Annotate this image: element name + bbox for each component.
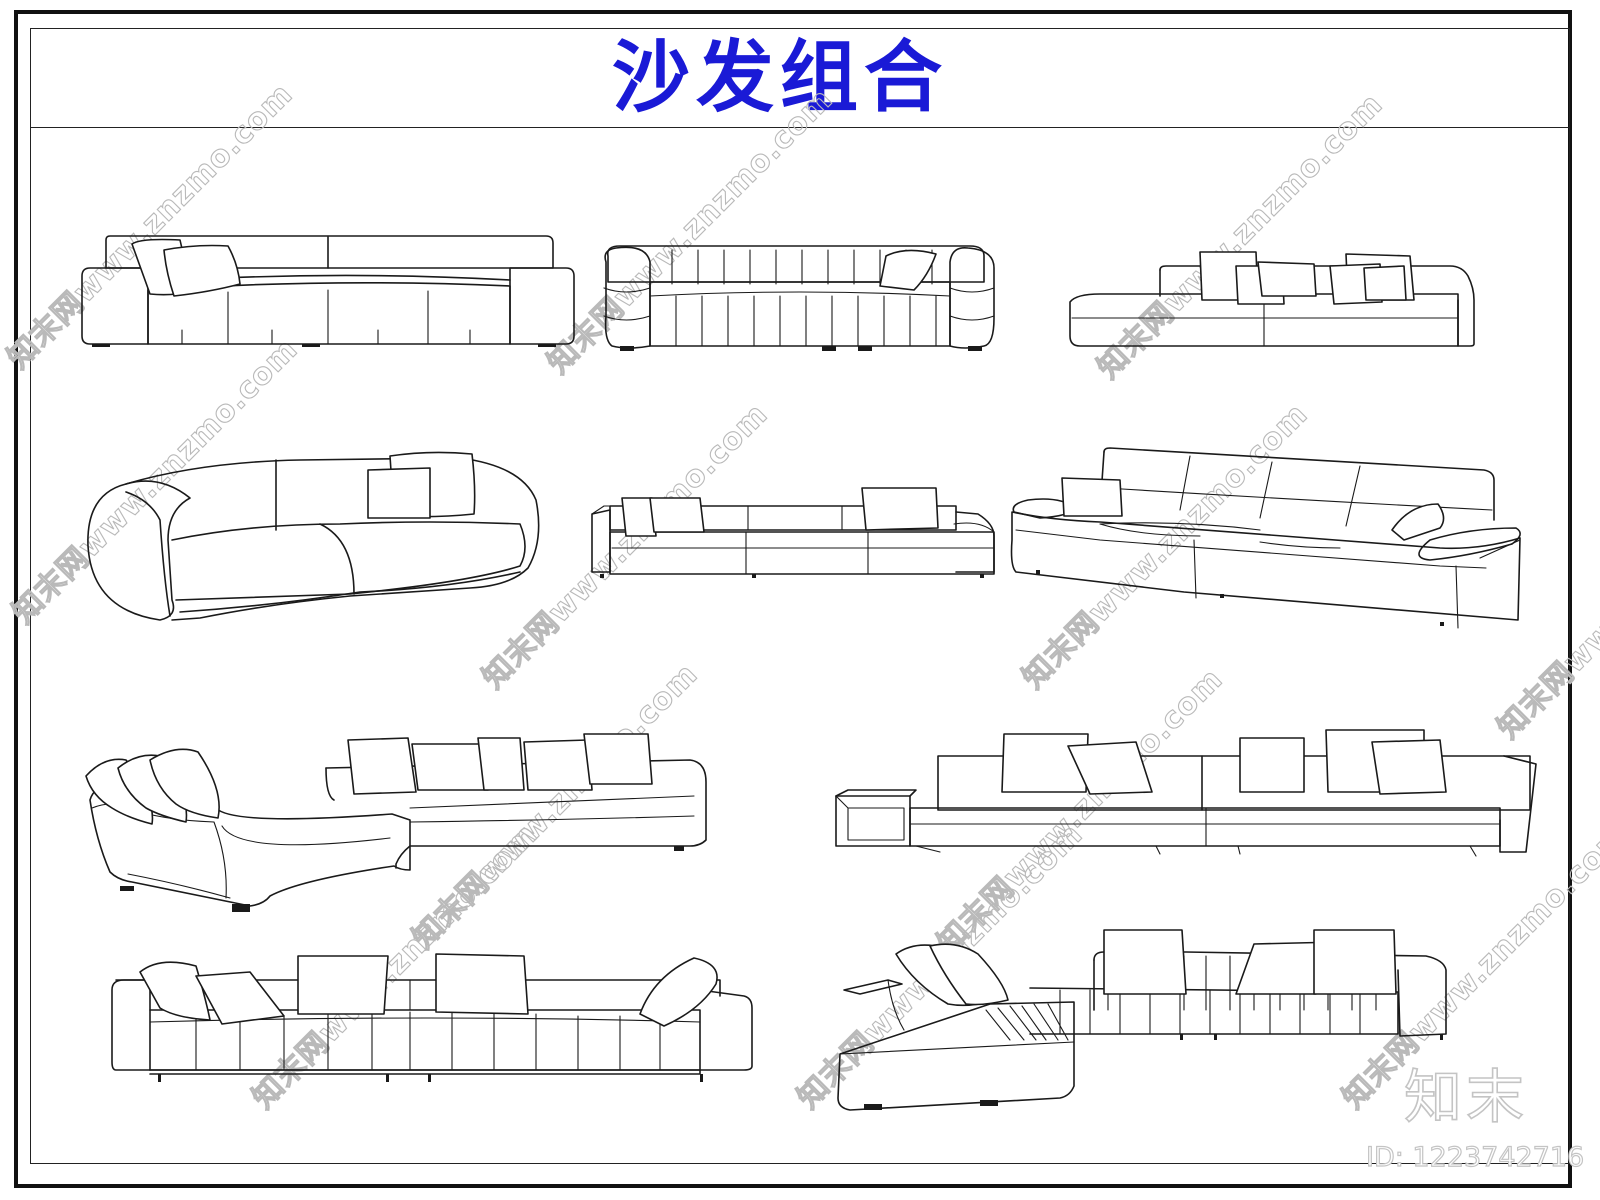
id-label: ID: 1223742716 [1365,1142,1585,1173]
watermark-3: 知末网www.znzmo.com [1091,87,1390,386]
watermark-1: 知末网www.znzmo.com [1,77,300,376]
watermark-6: 知末网www.znzmo.com [1016,397,1315,696]
watermark-2: 知末网www.znzmo.com [541,82,840,381]
sofa-10 [837,929,1447,1111]
brand-logo: 知末 [1403,1063,1529,1131]
outer-frame [14,10,1572,1188]
sofa-4 [87,451,540,621]
sofa-1 [81,235,575,347]
sofa-5 [591,487,995,578]
title-bar: 沙发组合 [30,28,1570,128]
inner-frame [30,28,1570,1164]
sofa-8 [835,729,1537,857]
watermark-7: 知末网www.znzmo.com [1491,447,1600,746]
sofa-6 [1010,447,1521,629]
sofa-9 [111,953,753,1082]
sofa-2 [603,245,995,351]
sofa-3 [1069,251,1475,347]
page-title: 沙发组合 [611,31,948,123]
watermark-5: 知末网www.znzmo.com [476,397,775,696]
sofa-7 [85,733,707,912]
